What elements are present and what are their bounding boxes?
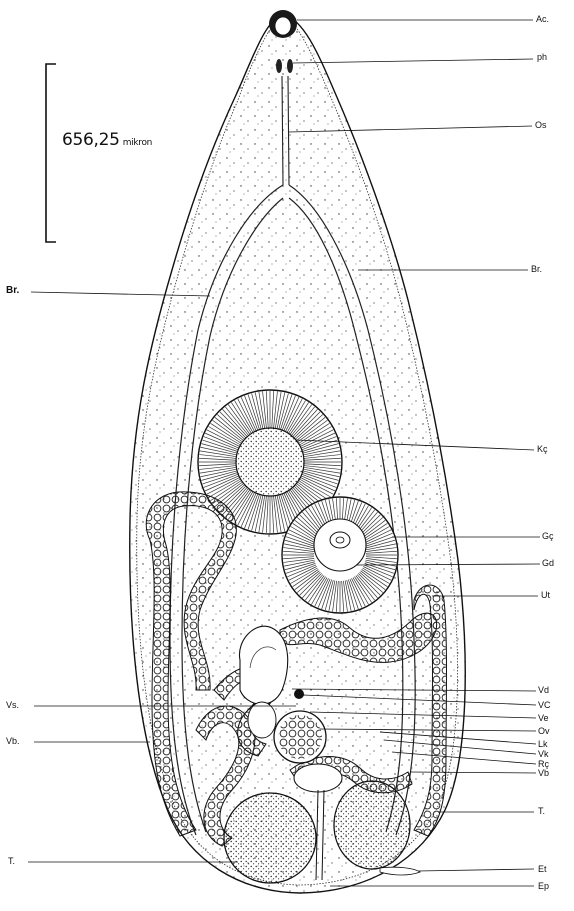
oral-sucker bbox=[269, 10, 297, 38]
egg-chamber bbox=[248, 702, 276, 738]
label-gc: Gç bbox=[542, 531, 554, 541]
label-vk: Vk bbox=[538, 749, 549, 759]
label-gd: Gd bbox=[542, 558, 554, 568]
label-vb-left: Vb. bbox=[6, 736, 20, 746]
label-ov: Ov bbox=[538, 726, 550, 736]
scale-unit: mikron bbox=[123, 138, 152, 148]
label-et: Et bbox=[538, 864, 547, 874]
excretory-bladder bbox=[380, 867, 420, 875]
label-vs: Vs. bbox=[6, 700, 19, 710]
label-t-right: T. bbox=[538, 806, 545, 816]
label-ph: ph bbox=[537, 52, 547, 62]
label-vc: VC bbox=[538, 700, 551, 710]
label-br-left: Br. bbox=[6, 286, 19, 296]
vas-deferens-node bbox=[294, 689, 304, 699]
seminal-vesicle bbox=[239, 626, 287, 704]
vitelline-reservoir bbox=[294, 764, 342, 792]
genital-sucker bbox=[282, 497, 398, 613]
label-br-right: Br. bbox=[531, 264, 542, 274]
scale-value: 656,25 bbox=[62, 130, 120, 150]
label-os: Os bbox=[535, 120, 547, 130]
label-ep: Ep bbox=[538, 881, 549, 891]
label-ve: Ve bbox=[538, 713, 549, 723]
label-kc: Kç bbox=[537, 444, 548, 454]
scale-bar bbox=[46, 64, 56, 242]
label-vb-right: Vb bbox=[538, 768, 549, 778]
label-ac: Ac. bbox=[536, 14, 549, 24]
label-vd: Vd bbox=[538, 685, 549, 695]
label-ut: Ut bbox=[541, 590, 550, 600]
label-lk: Lk bbox=[538, 739, 548, 749]
label-t-left: T. bbox=[8, 856, 15, 866]
ovary bbox=[274, 711, 326, 763]
